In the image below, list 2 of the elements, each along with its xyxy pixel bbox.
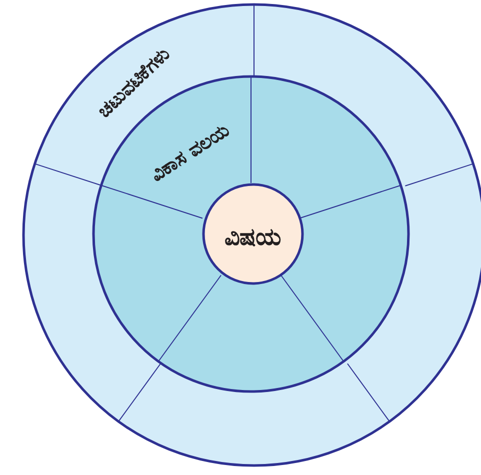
ring-label: ವಿಕಾಸ ವಲಯ xyxy=(147,120,233,186)
ring-label: ವಿಷಯ xyxy=(224,224,282,250)
